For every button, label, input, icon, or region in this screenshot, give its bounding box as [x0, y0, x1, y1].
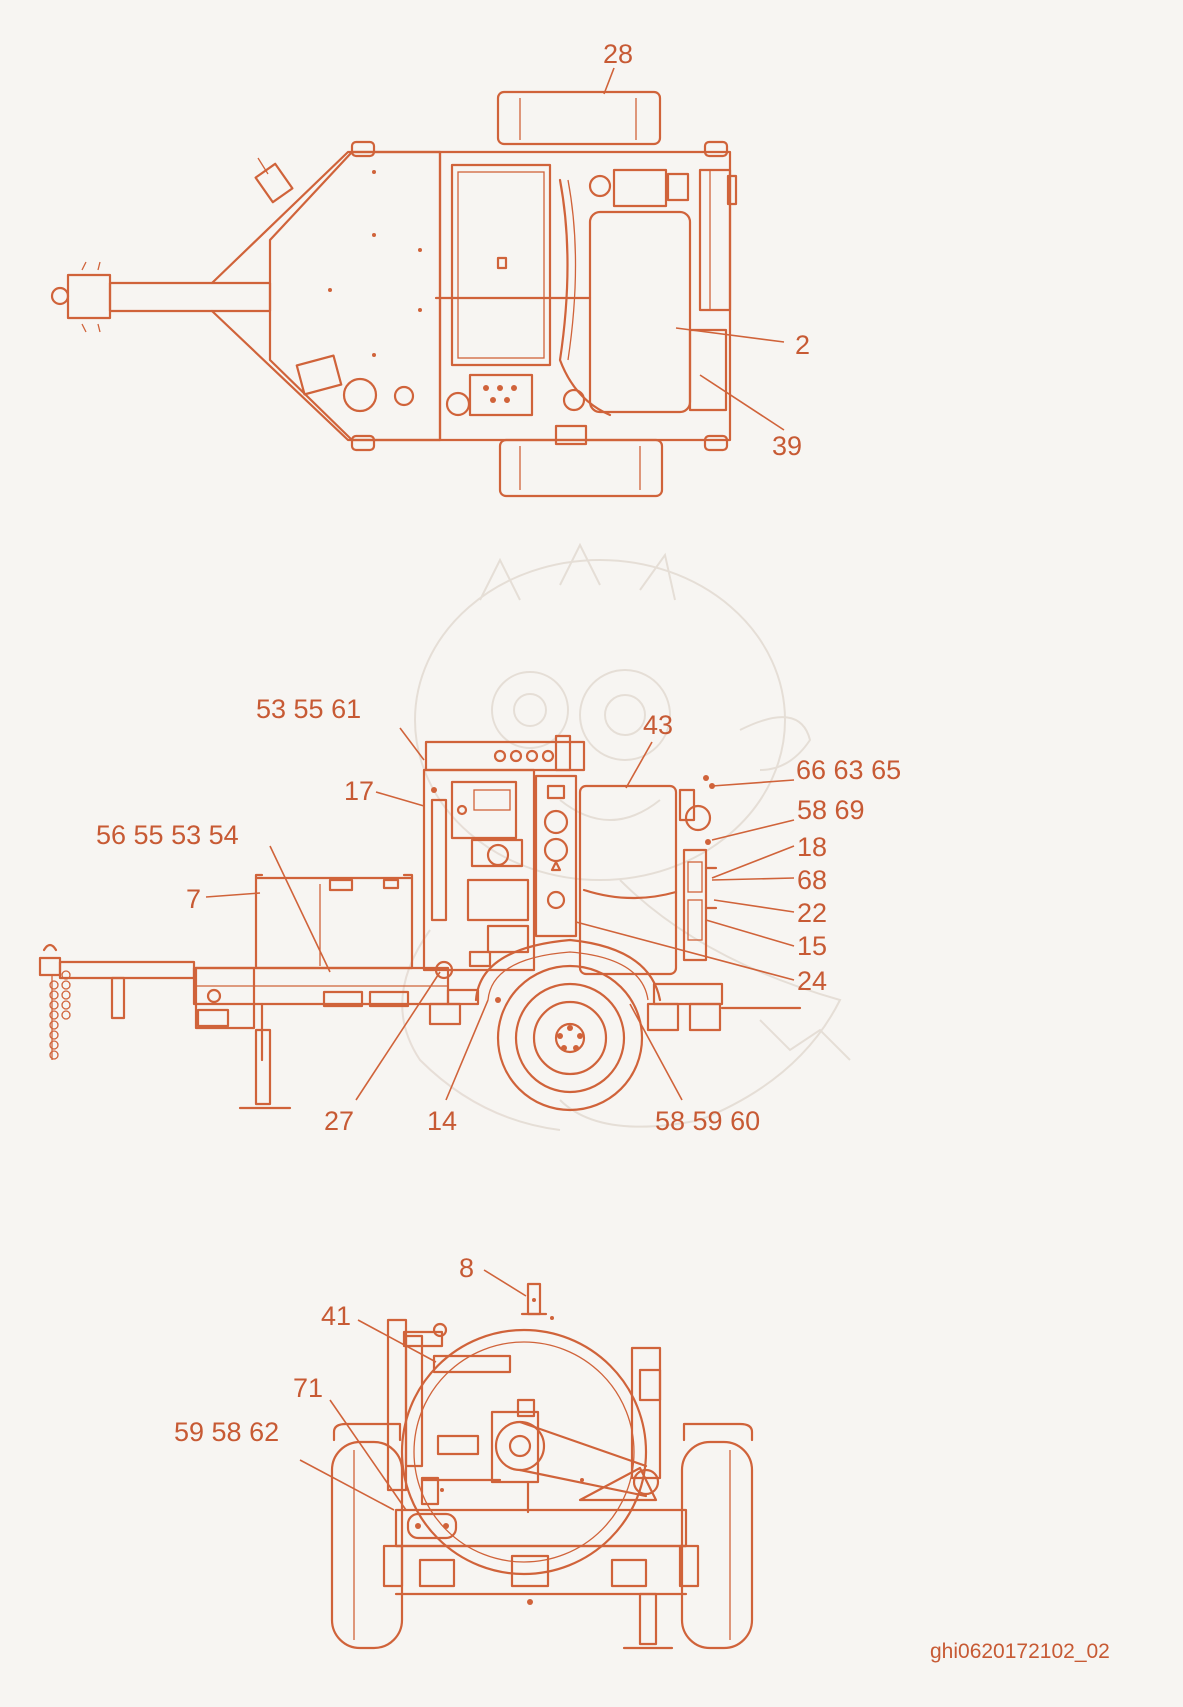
- callout-68: 68: [797, 865, 828, 895]
- rear-view: [330, 1282, 754, 1650]
- callout-15: 15: [797, 931, 828, 961]
- callout-53-55-61: 53 55 61: [256, 694, 362, 724]
- callout-27: 27: [324, 1106, 355, 1136]
- callout-28: 28: [603, 39, 634, 69]
- callout-14: 14: [427, 1106, 458, 1136]
- callout-56-55-53-54: 56 55 53 54: [96, 820, 239, 850]
- callout-43: 43: [643, 710, 674, 740]
- callout-7: 7: [186, 884, 202, 914]
- side-view: [38, 734, 802, 1112]
- callout-58-69: 58 69: [797, 795, 865, 825]
- callout-22: 22: [797, 898, 828, 928]
- callout-18: 18: [797, 832, 828, 862]
- callout-59-58-62: 59 58 62: [174, 1417, 280, 1447]
- rear-leaders: [299, 1269, 527, 1511]
- callout-2: 2: [795, 330, 811, 360]
- callout-17: 17: [344, 776, 375, 806]
- side-leaders: [205, 727, 795, 1101]
- figure-id: ghi0620172102_02: [930, 1640, 1110, 1663]
- watermark: [401, 542, 851, 1131]
- callout-71: 71: [293, 1373, 324, 1403]
- callout-8: 8: [459, 1253, 475, 1283]
- callout-24: 24: [797, 966, 828, 996]
- callout-66-63-65: 66 63 65: [796, 755, 902, 785]
- safety-chain: [49, 970, 71, 1060]
- callout-39: 39: [772, 431, 803, 461]
- top-view: [50, 90, 738, 498]
- callout-58-59-60: 58 59 60: [655, 1106, 761, 1136]
- top-leaders: [603, 67, 785, 431]
- callout-41: 41: [321, 1301, 352, 1331]
